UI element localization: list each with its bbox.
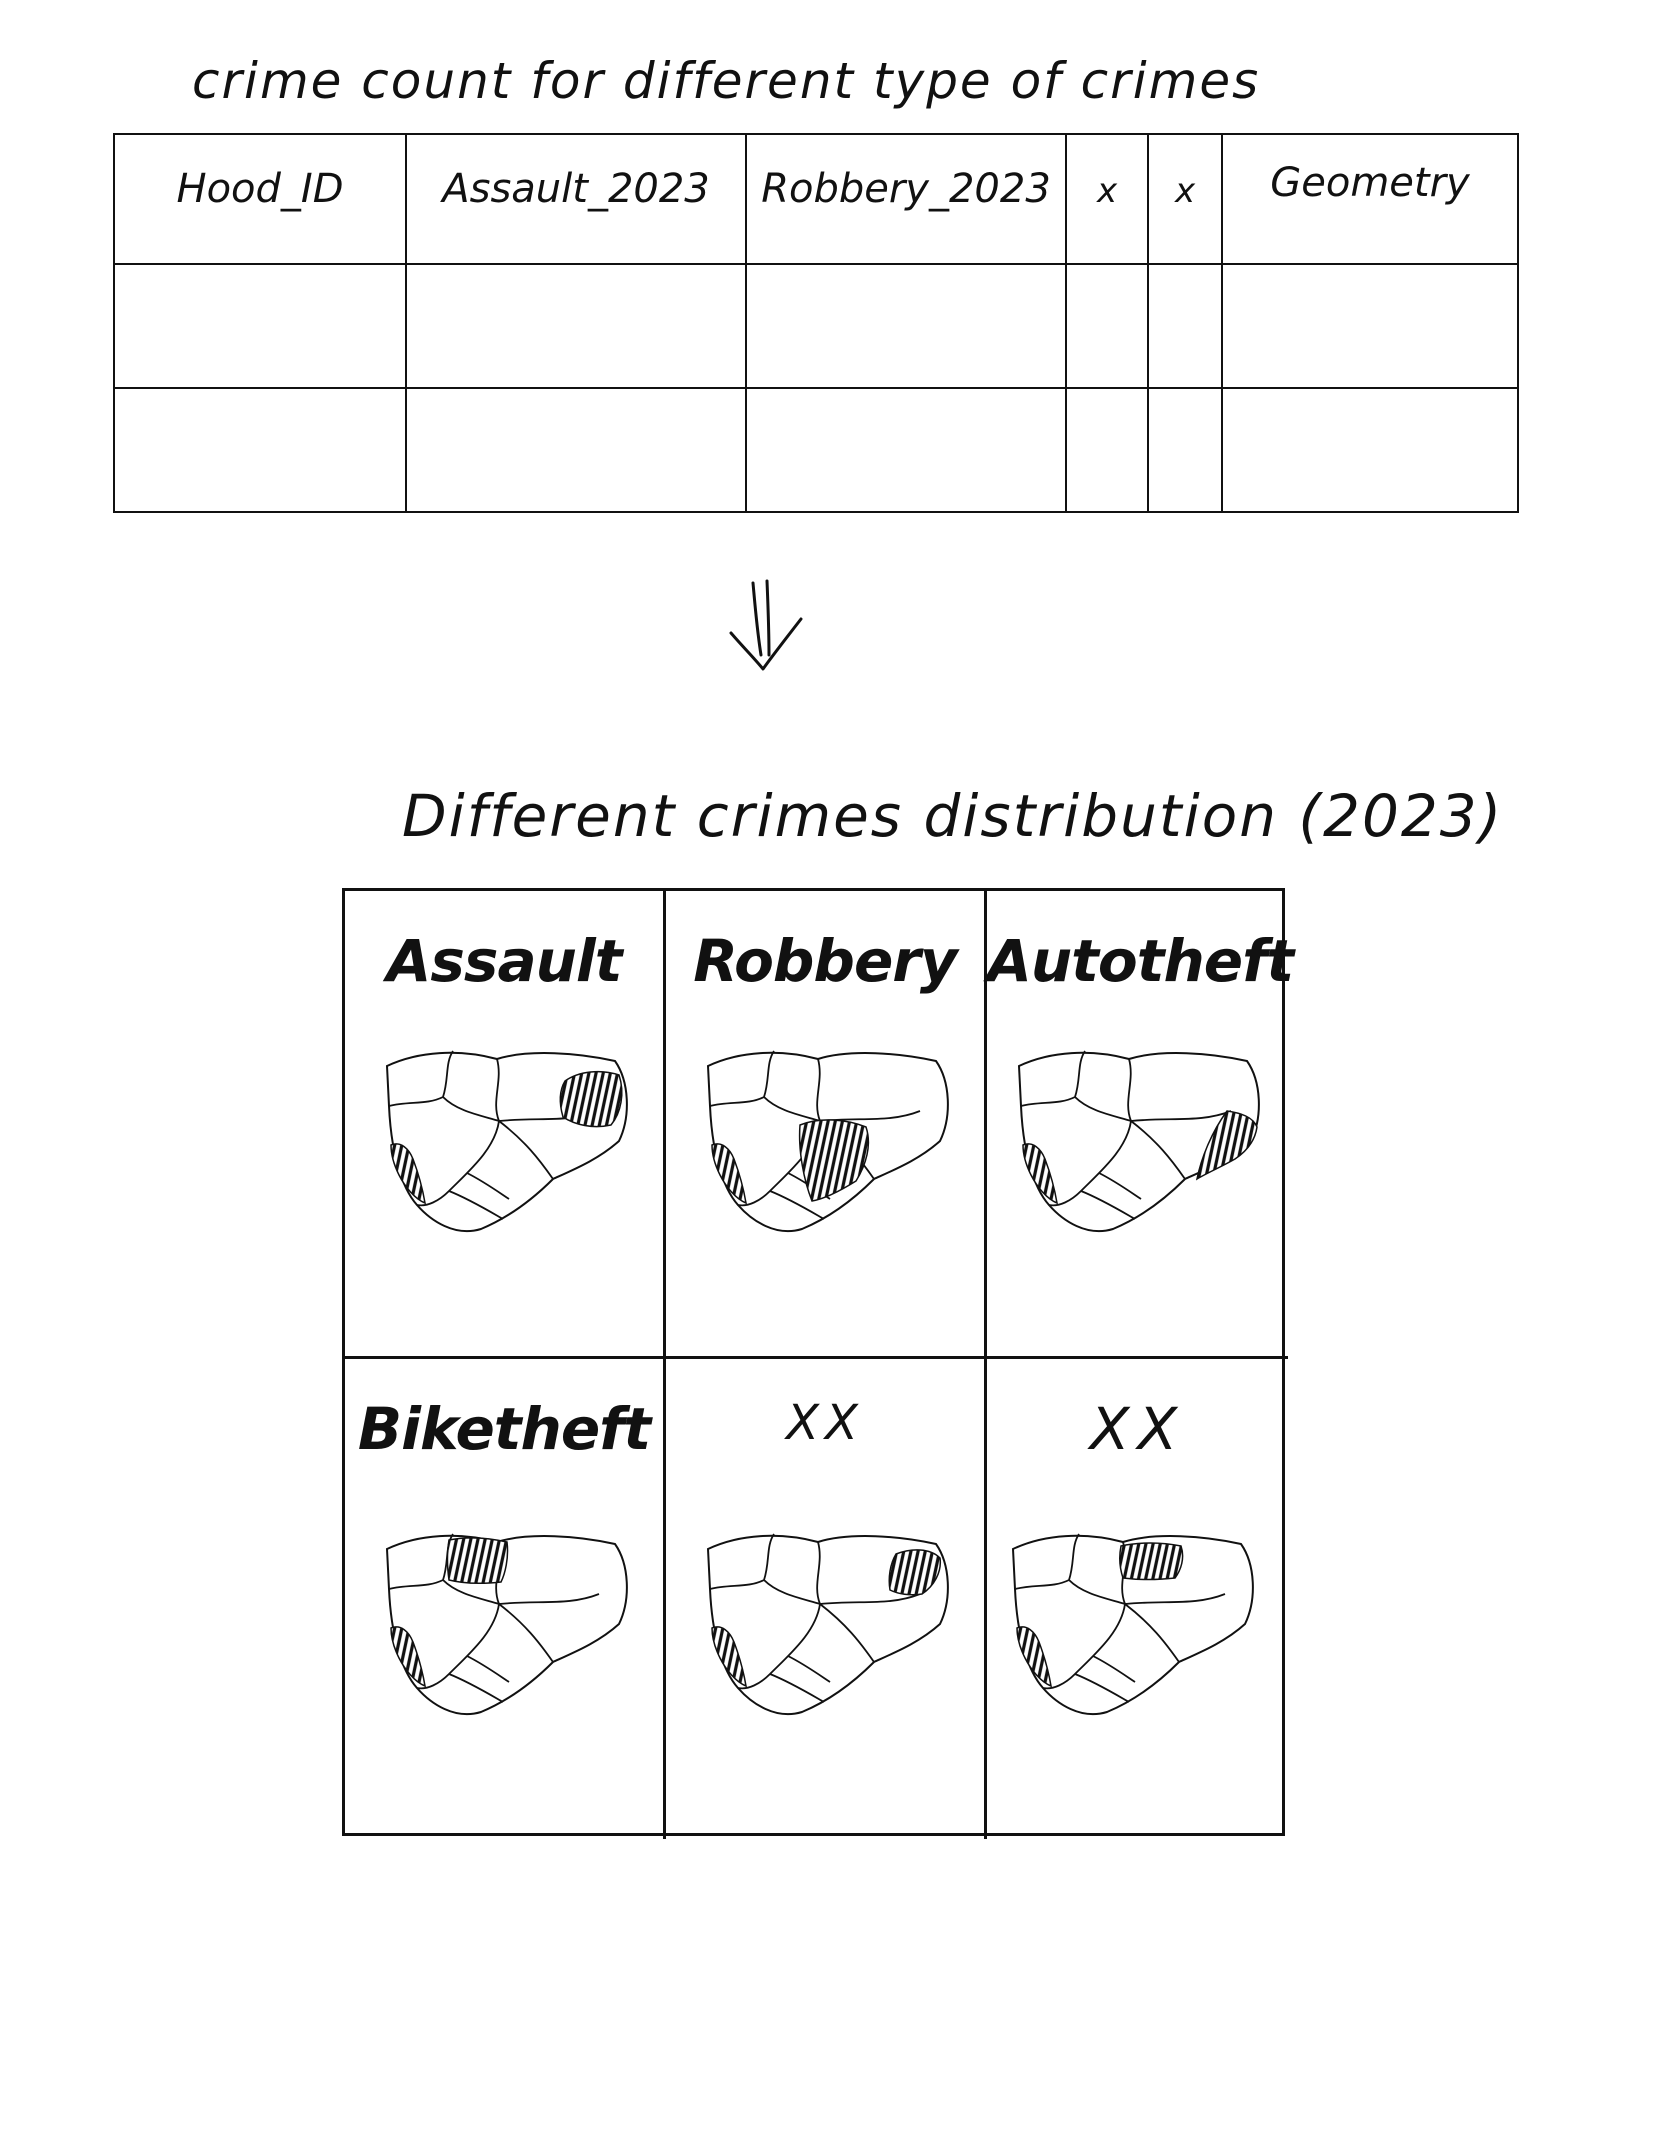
panel-biketheft: Biketheft bbox=[345, 1359, 666, 1839]
column-header: Robbery_2023 bbox=[745, 133, 1067, 265]
panel-label: XX bbox=[1089, 1395, 1186, 1463]
column-header: x bbox=[1065, 133, 1149, 265]
neighbourhood-map-icon bbox=[1011, 1533, 1254, 1716]
table-cell bbox=[113, 263, 407, 389]
table-cell bbox=[405, 387, 747, 513]
table-cell bbox=[745, 263, 1067, 389]
panel-robbery: Robbery bbox=[666, 891, 987, 1359]
neighbourhood-map-icon bbox=[385, 1050, 628, 1233]
table-title: crime count for different type of crimes bbox=[192, 52, 1261, 110]
panel-label: Biketheft bbox=[357, 1395, 651, 1463]
panel-assault: Assault bbox=[345, 891, 666, 1359]
table-cell bbox=[1065, 387, 1149, 513]
grid-title: Different crimes distribution (2023) bbox=[402, 782, 1504, 850]
table-row bbox=[113, 387, 1519, 513]
table-header-row: Hood_ID Assault_2023 Robbery_2023 x x Ge… bbox=[113, 133, 1519, 265]
panel-autotheft: Autotheft bbox=[987, 891, 1294, 1359]
table-cell bbox=[1147, 387, 1223, 513]
column-header: Assault_2023 bbox=[405, 133, 747, 265]
table-cell bbox=[1065, 263, 1149, 389]
crime-count-table: Hood_ID Assault_2023 Robbery_2023 x x Ge… bbox=[113, 133, 1519, 513]
neighbourhood-map-icon bbox=[1017, 1050, 1260, 1233]
neighbourhood-map-icon bbox=[706, 1050, 949, 1233]
table-cell bbox=[405, 263, 747, 389]
table-cell bbox=[113, 387, 407, 513]
neighbourhood-map-icon bbox=[706, 1533, 949, 1716]
double-down-arrow-icon bbox=[729, 579, 803, 671]
table-cell bbox=[1221, 387, 1519, 513]
crime-distribution-grid: Assault Robbery Autotheft bbox=[342, 888, 1294, 1839]
table-cell bbox=[1221, 263, 1519, 389]
column-header: Geometry bbox=[1221, 133, 1519, 265]
column-header: Hood_ID bbox=[113, 133, 407, 265]
panel-label: Robbery bbox=[693, 927, 957, 995]
table-cell bbox=[745, 387, 1067, 513]
panel-xx-1: XX bbox=[666, 1359, 987, 1839]
table-row bbox=[113, 263, 1519, 389]
panel-label: XX bbox=[786, 1395, 864, 1451]
panel-label: Autotheft bbox=[987, 927, 1294, 995]
neighbourhood-map-icon bbox=[385, 1533, 628, 1716]
column-header: x bbox=[1147, 133, 1223, 265]
panel-xx-2: XX bbox=[987, 1359, 1288, 1839]
panel-label: Assault bbox=[386, 927, 623, 995]
table-cell bbox=[1147, 263, 1223, 389]
